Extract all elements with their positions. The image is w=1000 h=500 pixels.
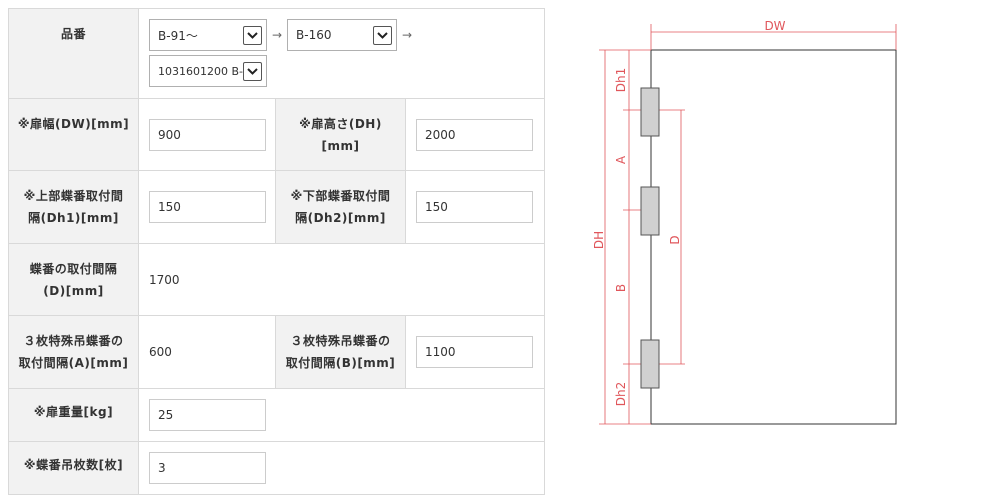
- hinge-interval-cell: 1700: [138, 243, 545, 316]
- product-no-cell: B-91～ → B-160 → 1031601200 B-: [138, 8, 545, 99]
- door-height-label: ※扉高さ(DH) [mm]: [275, 98, 406, 171]
- interval-b-cell: 1100: [405, 315, 545, 389]
- door-width-cell: 900: [138, 98, 276, 171]
- door-dimension-diagram: DW DH Dh1 A B Dh2 D: [592, 19, 897, 425]
- door-weight-cell: 25: [138, 388, 545, 442]
- dh2-label: Dh2: [614, 382, 628, 406]
- series-select[interactable]: B-91～: [149, 19, 267, 51]
- hinge-spec-form: 品番 B-91～ → B-160 →: [8, 8, 545, 495]
- model-select-value: B-160: [296, 28, 332, 42]
- upper-interval-label: ※上部蝶番取付間 隔(Dh1)[mm]: [8, 170, 139, 244]
- interval-b-input[interactable]: 1100: [416, 336, 533, 368]
- door-outline: [650, 49, 897, 425]
- hinge-interval-value: 1700: [149, 272, 180, 287]
- d-label: D: [668, 235, 682, 244]
- interval-a-label: ３枚特殊吊蝶番の 取付間隔(A)[mm]: [8, 315, 139, 389]
- door-height-cell: 2000: [405, 98, 545, 171]
- dh-label: DH: [592, 231, 606, 249]
- hinge-count-input[interactable]: 3: [149, 452, 266, 484]
- interval-a-cell: 600: [138, 315, 276, 389]
- door-weight-label: ※扉重量[kg]: [8, 388, 139, 442]
- lower-interval-input[interactable]: 150: [416, 191, 533, 223]
- b-label: B: [614, 284, 628, 292]
- product-no-label: 品番: [8, 8, 139, 99]
- upper-interval-cell: 150: [138, 170, 276, 244]
- hinge-interval-label: 蝶番の取付間隔 (D)[mm]: [8, 243, 139, 316]
- middle-hinge: [640, 186, 660, 236]
- lower-interval-cell: 150: [405, 170, 545, 244]
- lower-hinge: [640, 339, 660, 389]
- hinge-count-cell: 3: [138, 441, 545, 495]
- arrow-right-icon: →: [401, 28, 413, 42]
- upper-interval-input[interactable]: 150: [149, 191, 266, 223]
- series-select-value: B-91～: [158, 28, 198, 43]
- model-select[interactable]: B-160: [287, 19, 397, 51]
- interval-b-label: ３枚特殊吊蝶番の 取付間隔(B)[mm]: [275, 315, 406, 389]
- dh1-label: Dh1: [614, 68, 628, 92]
- dw-label: DW: [764, 19, 785, 33]
- chevron-down-icon: [243, 25, 262, 45]
- part-number-select-value: 1031601200 B-: [158, 64, 243, 78]
- part-number-select[interactable]: 1031601200 B-: [149, 55, 267, 87]
- door-width-label: ※扉幅(DW)[mm]: [8, 98, 139, 171]
- chevron-down-icon: [243, 61, 262, 81]
- a-label: A: [614, 155, 628, 164]
- lower-interval-label: ※下部蝶番取付間 隔(Dh2)[mm]: [275, 170, 406, 244]
- door-weight-input[interactable]: 25: [149, 399, 266, 431]
- door-height-input[interactable]: 2000: [416, 118, 533, 151]
- chevron-down-icon: [373, 25, 392, 45]
- hinge-count-label: ※蝶番吊枚数[枚]: [8, 441, 139, 495]
- interval-a-value: 600: [149, 345, 172, 359]
- arrow-right-icon: →: [271, 28, 283, 42]
- upper-hinge: [640, 87, 660, 137]
- door-width-input[interactable]: 900: [149, 118, 266, 151]
